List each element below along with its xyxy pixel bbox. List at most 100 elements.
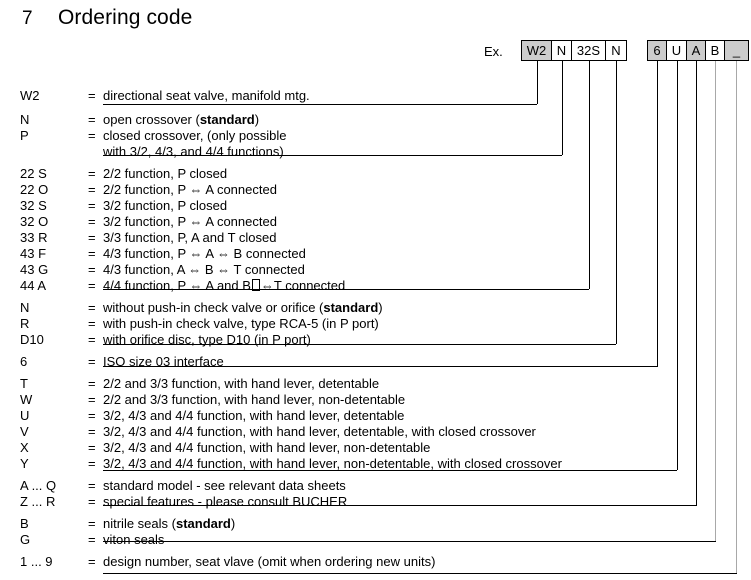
description-text: 4/3 function, P ⇔ A ⇔ B connected xyxy=(103,246,306,261)
code-label: W2 xyxy=(20,88,40,103)
description-text: open crossover ( xyxy=(103,112,200,127)
code-label: X xyxy=(20,440,29,455)
equals-sign: = xyxy=(88,262,96,277)
equals-sign: = xyxy=(88,478,96,493)
equals-sign: = xyxy=(88,392,96,407)
code-box-N: N xyxy=(606,41,626,60)
description-tail: ) xyxy=(230,516,236,531)
section-number: 7 xyxy=(22,8,33,29)
description-text: 3/2, 4/3 and 4/4 function, with hand lev… xyxy=(103,408,405,423)
code-label: 22 O xyxy=(20,182,49,197)
connector-vline xyxy=(715,61,717,541)
code-description: ISO size 03 interface xyxy=(103,354,224,369)
connector-hline xyxy=(103,470,678,472)
description-text: 4/4 function, P ⇔ A and B xyxy=(103,278,251,293)
code-label: A ... Q xyxy=(20,478,57,493)
description-tail: ) xyxy=(378,300,383,315)
equals-sign: = xyxy=(88,182,96,197)
description-text: ISO size 03 interface xyxy=(103,354,224,369)
description-text: 3/2 function, P closed xyxy=(103,198,228,213)
description-text: design number, seat vlave (omit when ord… xyxy=(103,554,436,569)
connector-vline xyxy=(736,61,738,573)
code-description: 4/4 function, P ⇔ A and B ⇔T connected xyxy=(103,278,345,293)
description-text: 4/3 function, A ⇔ B ⇔ T connected xyxy=(103,262,305,277)
equals-sign: = xyxy=(88,332,96,347)
connector-hline xyxy=(103,104,538,106)
code-description: nitrile seals (standard) xyxy=(103,516,235,531)
description-continuation: with 3/2, 4/3, and 4/4 functions) xyxy=(103,144,284,159)
equals-sign: = xyxy=(88,230,96,245)
description-emphasis: standard xyxy=(175,516,231,531)
code-label: W xyxy=(20,392,33,407)
equals-sign: = xyxy=(88,554,96,569)
missing-glyph-icon xyxy=(251,279,260,291)
description-text: 3/2, 4/3 and 4/4 function, with hand lev… xyxy=(103,424,536,439)
code-label: 1 ... 9 xyxy=(20,554,53,569)
description-text: without push-in check valve or orifice ( xyxy=(103,300,324,315)
code-box-u: _ xyxy=(725,41,748,60)
code-description: with orifice disc, type D10 (in P port) xyxy=(103,332,311,347)
code-description: 4/3 function, A ⇔ B ⇔ T connected xyxy=(103,262,305,277)
code-box-32S: 32S xyxy=(572,41,606,60)
code-description: special features - please consult BUCHER xyxy=(103,494,347,509)
description-text: 2/2 function, P ⇔ A connected xyxy=(103,182,277,197)
connector-vline xyxy=(561,61,563,155)
code-description: without push-in check valve or orifice (… xyxy=(103,300,383,315)
code-description: design number, seat vlave (omit when ord… xyxy=(103,554,435,569)
code-label: P xyxy=(20,128,29,143)
equals-sign: = xyxy=(88,354,96,369)
equals-sign: = xyxy=(88,198,96,213)
code-description: directional seat valve, manifold mtg. xyxy=(103,88,310,103)
equals-sign: = xyxy=(88,494,96,509)
code-description: 2/2 function, P closed xyxy=(103,166,227,181)
description-text: nitrile seals ( xyxy=(103,516,176,531)
code-label: Y xyxy=(20,456,29,471)
code-description: open crossover (standard) xyxy=(103,112,259,127)
code-label: 22 S xyxy=(20,166,47,181)
code-description: with push-in check valve, type RCA-5 (in… xyxy=(103,316,379,331)
description-tail: ⇔T connected xyxy=(260,278,346,293)
code-description: 3/2, 4/3 and 4/4 function, with hand lev… xyxy=(103,408,404,423)
connector-hline xyxy=(103,366,658,368)
connector-hline xyxy=(103,573,737,575)
description-text: 2/2 and 3/3 function, with hand lever, d… xyxy=(103,376,380,391)
connector-hline xyxy=(103,155,563,157)
code-description: closed crossover, (only possible xyxy=(103,128,287,143)
code-label: 32 S xyxy=(20,198,47,213)
equals-sign: = xyxy=(88,424,96,439)
description-emphasis: standard xyxy=(323,300,379,315)
example-label: Ex. xyxy=(484,44,503,59)
code-description: 3/2, 4/3 and 4/4 function, with hand lev… xyxy=(103,456,562,471)
description-text: with orifice disc, type D10 (in P port) xyxy=(103,332,311,347)
code-description: 2/2 and 3/3 function, with hand lever, n… xyxy=(103,392,405,407)
description-text: viton seals xyxy=(103,532,165,547)
connector-vline xyxy=(696,61,698,505)
code-box-6: 6 xyxy=(648,41,667,60)
description-text: with push-in check valve, type RCA-5 (in… xyxy=(103,316,379,331)
code-box-B: B xyxy=(706,41,725,60)
code-description: 3/3 function, P, A and T closed xyxy=(103,230,276,245)
connector-vline xyxy=(588,61,590,289)
code-label: D10 xyxy=(20,332,44,347)
connector-hline xyxy=(103,541,716,543)
description-text: 3/2 function, P ⇔ A connected xyxy=(103,214,277,229)
equals-sign: = xyxy=(88,214,96,229)
description-text: special features - please consult BUCHER xyxy=(103,494,348,509)
equals-sign: = xyxy=(88,376,96,391)
connector-vline xyxy=(676,61,678,470)
equals-sign: = xyxy=(88,166,96,181)
equals-sign: = xyxy=(88,278,96,293)
connector-vline xyxy=(657,61,659,366)
equals-sign: = xyxy=(88,408,96,423)
equals-sign: = xyxy=(88,316,96,331)
code-description: 2/2 and 3/3 function, with hand lever, d… xyxy=(103,376,379,391)
code-label: 44 A xyxy=(20,278,47,293)
description-text: directional seat valve, manifold mtg. xyxy=(103,88,310,103)
code-description: 4/3 function, P ⇔ A ⇔ B connected xyxy=(103,246,306,261)
code-label: N xyxy=(20,300,30,315)
code-description: standard model - see relevant data sheet… xyxy=(103,478,346,493)
equals-sign: = xyxy=(88,300,96,315)
code-box-A: A xyxy=(687,41,706,60)
